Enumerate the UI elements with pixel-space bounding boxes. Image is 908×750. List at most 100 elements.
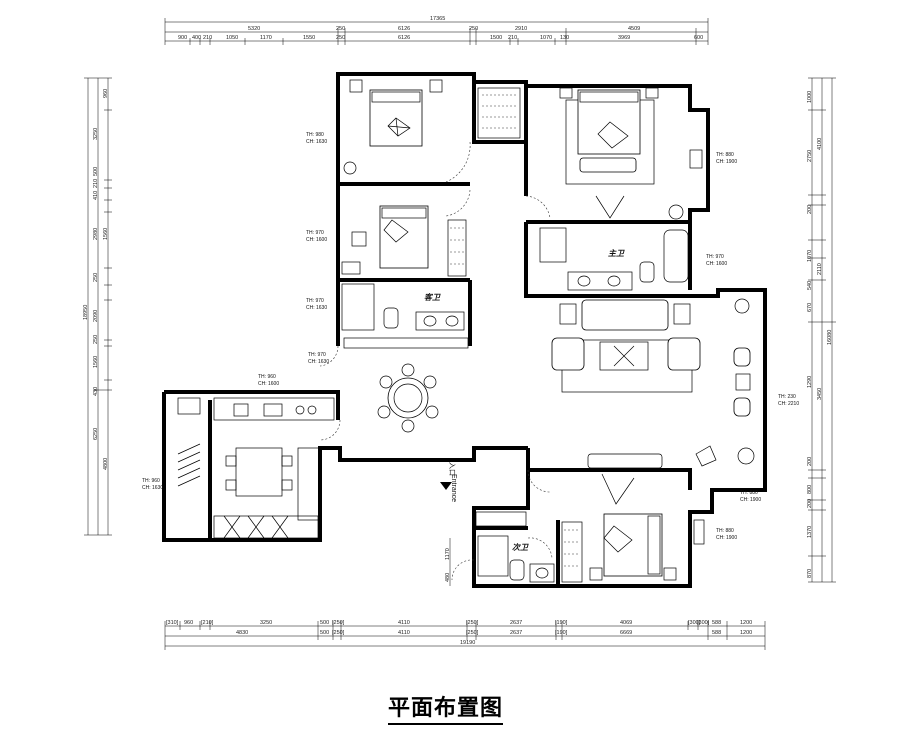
guest-bath: 客卫	[341, 283, 469, 349]
dim-right: 870	[807, 569, 813, 578]
dim-right: 1000	[807, 91, 813, 103]
window-tag-th: TH: 230	[778, 394, 796, 400]
dim-top: 6126	[398, 35, 410, 41]
dim-overall-bottom: 19190	[460, 640, 475, 646]
dim-left: 1560	[103, 228, 109, 240]
window-tag-ch: CH: 1630	[306, 139, 327, 145]
dim-bottom: [190]	[555, 630, 568, 636]
dim-top: 900	[178, 35, 187, 41]
dim-overall-top: 17365	[430, 16, 445, 22]
dim-bottom: [250]	[332, 620, 345, 626]
window-tag-ch: CH: 2210	[778, 401, 799, 407]
dim-top: 1070	[540, 35, 552, 41]
window-tags: TH: 980 CH: 1630 TH: 880 CH: 1900 TH: 97…	[142, 132, 799, 541]
dim-bottom: 2637	[510, 630, 522, 636]
dim-top: 3969	[618, 35, 630, 41]
dim-bottom: 588	[712, 630, 721, 636]
window-tag-th: TH: 970	[306, 298, 324, 304]
dim-left: 410	[93, 191, 99, 200]
dim-top: 6126	[398, 26, 410, 32]
small-dims: 1170 480	[445, 538, 451, 586]
plant-icon	[737, 447, 755, 465]
dim-bottom: [250]	[466, 630, 479, 636]
dim-left: 18950	[83, 305, 89, 320]
dim-top: 400	[192, 35, 201, 41]
window-tag-ch: CH: 1900	[716, 535, 737, 541]
kitchen	[177, 397, 335, 539]
dim-left: 1560	[93, 356, 99, 368]
second-bath: 次卫	[475, 511, 555, 583]
dining	[377, 363, 439, 433]
walls	[162, 72, 767, 588]
dim-bottom: [190]	[555, 620, 568, 626]
dim-left: 430	[93, 387, 99, 396]
window-tag-ch: CH: 1900	[740, 497, 761, 503]
dim-right: 2110	[817, 263, 823, 275]
dim-top: 250	[469, 26, 478, 32]
plant-icon	[668, 204, 684, 220]
dim-right: 3450	[817, 388, 823, 400]
arrow-icon	[440, 482, 452, 490]
dim-right: 800	[807, 485, 813, 494]
dim-bottom: 3250	[260, 620, 272, 626]
left-dimensions: 18950 6250 4800 960 3250 210 500 410 298…	[83, 77, 112, 536]
dim-top: 250	[336, 26, 345, 32]
dim-top: 210	[508, 35, 517, 41]
dim-right: 1070	[807, 250, 813, 262]
flower-icon	[387, 117, 411, 137]
dim-right: 16080	[827, 330, 833, 345]
dim-right: 200	[807, 499, 813, 508]
dim-right: 200	[807, 457, 813, 466]
master-bath: 主卫	[539, 227, 689, 291]
dim-bottom: 2637	[510, 620, 522, 626]
bedroom-1-furniture	[343, 79, 443, 175]
window-tag-th: TH: 960	[142, 478, 160, 484]
dim-side: 480	[445, 573, 451, 582]
page-title: 平面布置图	[388, 696, 504, 725]
dim-left: 960	[103, 89, 109, 98]
dim-bottom: [250]	[466, 620, 479, 626]
room-label-master-bath: 主卫	[608, 249, 625, 258]
dim-right: 1290	[807, 376, 813, 388]
chair	[693, 519, 705, 545]
dim-side: 1170	[445, 548, 451, 560]
dim-left: 4800	[103, 458, 109, 470]
entrance-label-cn: 入口	[448, 462, 456, 476]
dim-right: 1370	[807, 526, 813, 538]
dim-left: 210	[93, 179, 99, 188]
dim-right: 200	[807, 205, 813, 214]
window-tag-th: TH: 980	[306, 132, 324, 138]
entrance-label-en: Entrance	[450, 474, 457, 502]
dim-bottom: 4110	[398, 630, 410, 636]
window-tag-th: TH: 880	[716, 152, 734, 158]
bottom-dimensions: [310] 960 [210] 3250 500 [250] 4110 [250…	[164, 620, 766, 650]
dim-top: 1500	[490, 35, 502, 41]
dim-left: 2980	[93, 228, 99, 240]
dim-right: 540	[807, 281, 813, 290]
living-room	[551, 298, 755, 469]
room-label-second-bath: 次卫	[512, 543, 529, 552]
dim-bottom: 4830	[236, 630, 248, 636]
dim-bottom: 960	[184, 620, 193, 626]
dim-left: 3250	[93, 128, 99, 140]
dim-right: 4100	[817, 138, 823, 150]
dim-top: 250	[336, 35, 345, 41]
bedroom-3-furniture	[561, 473, 705, 583]
window-tag-th: TH: 960	[258, 374, 276, 380]
dim-top: 600	[694, 35, 703, 41]
right-dimensions: 4100 2110 3450 16080 1000 2750 200 1070 …	[807, 77, 836, 583]
dim-top: 2910	[515, 26, 527, 32]
entrance: 入口 Entrance	[440, 462, 457, 502]
dim-bottom: 1200	[740, 630, 752, 636]
dim-top: 4509	[628, 26, 640, 32]
window-tag-th: TH: 970	[308, 352, 326, 358]
dim-top: 5320	[248, 26, 260, 32]
master-bedroom-furniture	[559, 87, 703, 220]
dim-bottom: [310]	[166, 620, 179, 626]
dim-bottom: 4110	[398, 620, 410, 626]
window-tag-ch: CH: 1600	[258, 381, 279, 387]
window-tag-ch: CH: 1630	[308, 359, 329, 365]
window-tag-ch: CH: 1630	[306, 305, 327, 311]
dim-top: 210	[203, 35, 212, 41]
dim-top: 1550	[303, 35, 315, 41]
